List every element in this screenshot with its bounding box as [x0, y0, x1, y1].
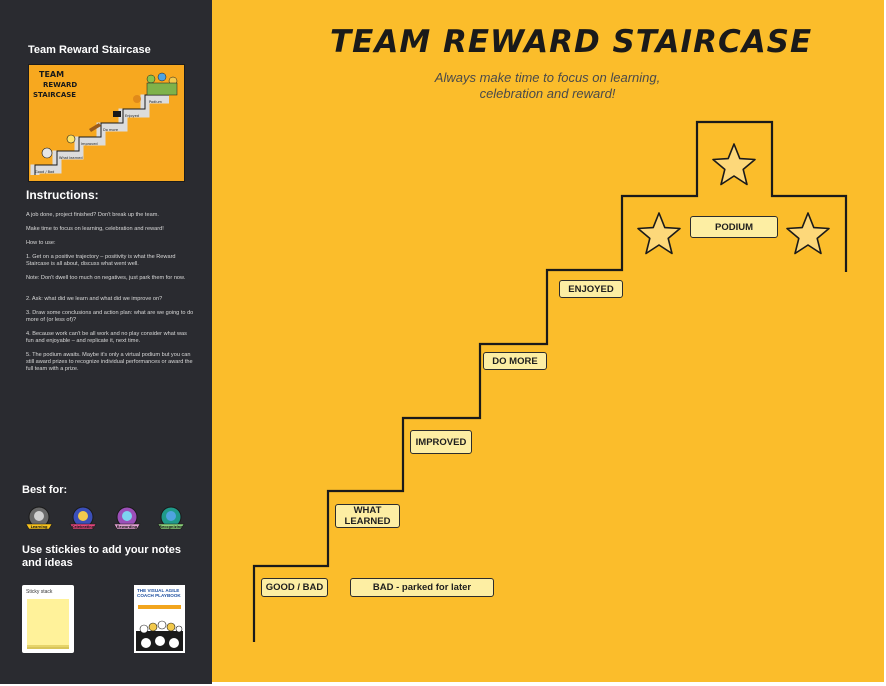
step-label-podium[interactable]: PODIUM [690, 216, 778, 238]
thumb-step-5: Enjoyed [125, 114, 139, 118]
instruction-step-3: 3. Draw some conclusions and action plan… [26, 310, 194, 323]
playbook-title: THE VISUAL AGILE COACH PLAYBOOK [137, 588, 181, 598]
instruction-line: A job done, project finished? Don't brea… [26, 212, 159, 218]
whiteboard-canvas[interactable] [212, 0, 884, 682]
playbook-illustration [136, 605, 183, 651]
step-label-good-bad[interactable]: GOOD / BAD [261, 578, 328, 597]
step-label-parked[interactable]: BAD - parked for later [350, 578, 494, 597]
star-icon [637, 212, 681, 255]
staircase-outline [252, 120, 848, 642]
badge-celebrating: Celebrating [68, 506, 98, 532]
sticky-note[interactable] [27, 599, 69, 645]
badge-recognizing: Recognizing [156, 506, 186, 532]
subtitle-line-1: Always make time to focus on learning, [434, 70, 661, 85]
instruction-step-4: 4. Because work can't be all work and no… [26, 331, 187, 344]
step-label-do-more[interactable]: DO MORE [483, 352, 547, 370]
sidebar: Team Reward Staircase TEAM REWARD STAIRC… [0, 0, 212, 684]
stickies-heading: Use stickies to add your notes and ideas [22, 544, 181, 569]
step-label-enjoyed[interactable]: ENJOYED [559, 280, 623, 298]
instructions-heading: Instructions: [26, 188, 99, 202]
step-label-improved[interactable]: IMPROVED [410, 430, 472, 454]
instruction-step-2: 2. Ask: what did we learn and what did w… [26, 296, 163, 302]
instruction-note: Note: Don't dwell too much on negatives,… [26, 275, 186, 281]
thumbnail-illustration: TEAM REWARD STAIRCASE Good / Bad What le… [29, 65, 184, 181]
badge-learning: Learning [24, 506, 54, 532]
thumb-step-2: What learned [59, 156, 83, 160]
thumb-text-reward: REWARD [43, 81, 77, 89]
thumb-step-1: Good / Bad [35, 170, 54, 174]
badge-rewarding: Rewarding [112, 506, 142, 532]
instruction-line: Make time to focus on learning, celebrat… [26, 226, 164, 232]
thumb-step-6: Podium [149, 100, 163, 104]
board-subtitle: Always make time to focus on learning, c… [420, 70, 675, 102]
best-for-heading: Best for: [22, 484, 68, 496]
svg-text:Recognizing: Recognizing [159, 525, 183, 529]
template-title: Team Reward Staircase [28, 44, 151, 56]
sticky-stack-label: Sticky stack [26, 589, 53, 595]
thumb-text-staircase: STAIRCASE [33, 91, 76, 99]
svg-text:Rewarding: Rewarding [117, 525, 138, 529]
subtitle-line-2: celebration and reward! [479, 86, 616, 101]
svg-text:Learning: Learning [31, 525, 48, 529]
thumb-text-team: TEAM [39, 70, 64, 79]
template-thumbnail[interactable]: TEAM REWARD STAIRCASE Good / Bad What le… [28, 64, 185, 182]
sticky-stack[interactable]: Sticky stack [22, 585, 74, 653]
instruction-step-1: 1. Get on a positive trajectory – positi… [26, 254, 176, 267]
svg-text:Celebrating: Celebrating [72, 525, 95, 529]
star-icon [786, 212, 830, 255]
instruction-line: How to use: [26, 240, 56, 246]
what-learned-line-1: WHAT [353, 505, 382, 516]
what-learned-line-2: LEARNED [344, 516, 391, 527]
thumb-step-4: Do more [103, 128, 118, 132]
instruction-step-5: 5. The podium awaits. Maybe it's only a … [26, 352, 193, 372]
star-icon [712, 143, 756, 186]
step-label-what-learned[interactable]: WHAT LEARNED [335, 504, 400, 528]
thumb-step-3: Improved [81, 142, 98, 146]
board-title: TEAM REWARD STAIRCASE [330, 24, 813, 60]
playbook-cover[interactable]: THE VISUAL AGILE COACH PLAYBOOK [134, 585, 185, 653]
